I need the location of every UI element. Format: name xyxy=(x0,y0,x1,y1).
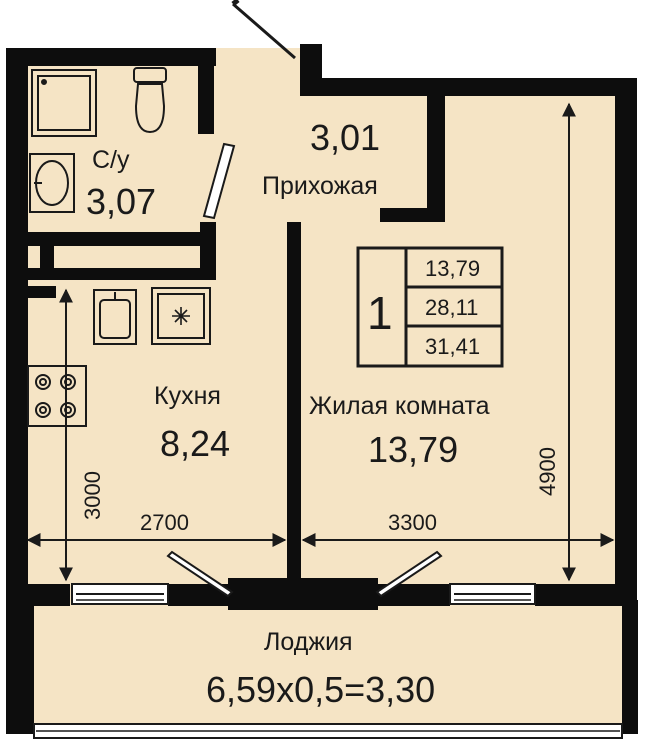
loggia-label: Лоджия xyxy=(264,628,353,656)
bathroom-area: 3,07 xyxy=(86,181,156,222)
hallway-area: 3,01 xyxy=(310,117,380,158)
living-room-area: 13,79 xyxy=(368,429,458,470)
shower-tray-icon xyxy=(31,69,97,137)
dimension-living-depth: 4900 xyxy=(535,447,560,496)
fridge-icon xyxy=(151,287,211,345)
dimension-kitchen-width: 2700 xyxy=(140,510,189,535)
toilet-icon xyxy=(133,67,167,134)
bathroom-door xyxy=(202,142,236,220)
loggia-door-right xyxy=(375,550,443,598)
loggia-door-left xyxy=(166,550,234,598)
window-kitchen xyxy=(71,583,169,605)
living-room-label: Жилая комната xyxy=(309,392,490,420)
kitchen-sink-icon xyxy=(93,289,137,345)
loggia-area: 6,59х0,5=3,30 xyxy=(206,669,435,710)
badge-living-area: 13,79 xyxy=(425,256,480,281)
dimension-lines xyxy=(26,102,615,582)
kitchen-label: Кухня xyxy=(154,382,221,410)
badge-total-area-with-loggia: 31,41 xyxy=(425,334,480,359)
badge-rooms-count: 1 xyxy=(367,287,393,339)
floor-area xyxy=(24,48,622,726)
window-living xyxy=(449,583,536,605)
apartment-info-badge xyxy=(356,246,504,368)
hallway-label: Прихожая xyxy=(262,172,378,200)
washbasin-icon xyxy=(29,153,75,213)
bathroom-label: С/у xyxy=(92,146,130,174)
walls xyxy=(6,44,638,734)
dimension-kitchen-depth: 3000 xyxy=(80,471,105,520)
dimension-living-width: 3300 xyxy=(388,510,437,535)
badge-total-area: 28,11 xyxy=(425,295,478,320)
entrance-door xyxy=(231,0,296,60)
loggia-window xyxy=(33,723,623,739)
kitchen-area: 8,24 xyxy=(160,423,230,464)
